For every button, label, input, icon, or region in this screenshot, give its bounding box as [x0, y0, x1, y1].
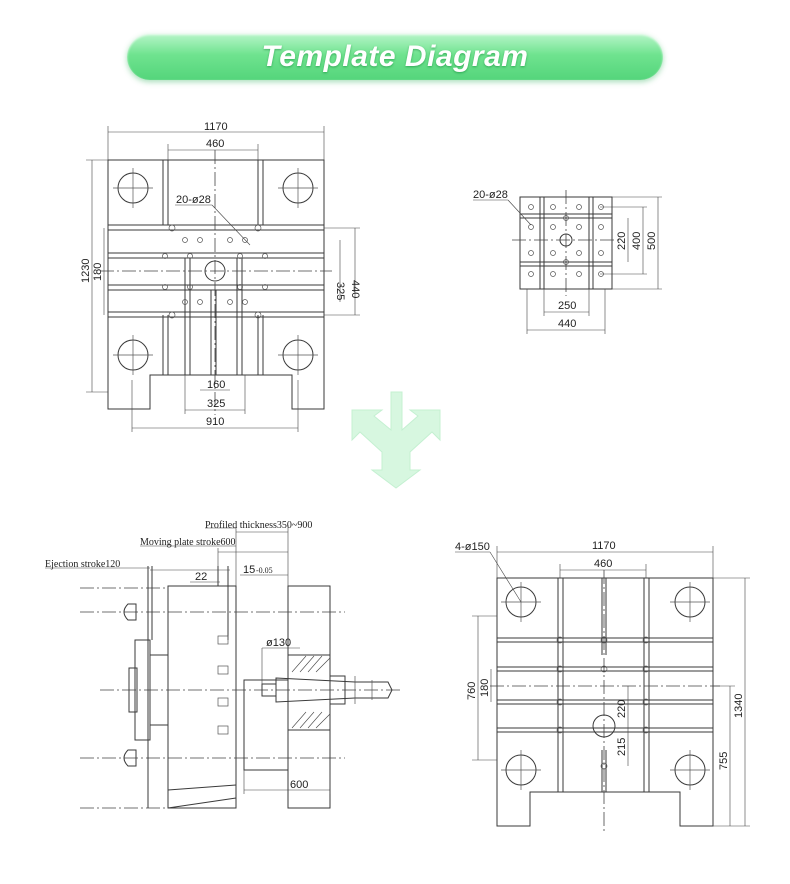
d3-ejection: Ejection stroke120 [45, 559, 120, 570]
d4-left-b: 180 [479, 679, 491, 697]
d3-dia-130: ø130 [266, 637, 291, 649]
d3-dim-15: 15 [243, 564, 255, 576]
d2-h-a: 250 [558, 300, 576, 312]
d4-right-a: 1340 [733, 694, 745, 718]
d1-bottom-c: 910 [206, 416, 224, 428]
d3-dim-600: 600 [290, 779, 308, 791]
d2-v-c: 500 [646, 232, 658, 250]
d3-profiled: Profiled thickness350~900 [205, 520, 312, 531]
diagram-platen-small [473, 190, 662, 334]
d2-h-b: 440 [558, 318, 576, 330]
d4-holes-label: 4-ø150 [455, 541, 490, 553]
d4-center-b: 215 [616, 738, 628, 756]
d1-height-total: 1230 [80, 259, 92, 283]
d1-bottom-a: 160 [207, 379, 225, 391]
d4-width-inner: 460 [594, 558, 612, 570]
diagram-platen-front [86, 126, 360, 432]
three-way-arrow-icon [351, 391, 441, 489]
d4-center-a: 220 [616, 700, 628, 718]
d3-dim-22: 22 [195, 571, 207, 583]
d1-bottom-b: 325 [207, 398, 225, 410]
d2-v-a: 220 [616, 232, 628, 250]
d1-height-inner: 180 [92, 263, 104, 281]
d1-right-b: 440 [349, 280, 361, 298]
d4-right-b: 755 [718, 752, 730, 770]
title-banner: Template Diagram [127, 34, 663, 80]
d3-moving: Moving plate stroke600 [140, 537, 236, 548]
d4-left-a: 760 [466, 682, 478, 700]
d2-v-b: 400 [631, 232, 643, 250]
d2-holes-label: 20-ø28 [473, 189, 508, 201]
banner-title: Template Diagram [261, 40, 529, 73]
d3-dim-15-sub: -0.05 [256, 566, 273, 575]
d1-width-total: 1170 [204, 121, 228, 133]
d1-width-inner: 460 [206, 138, 224, 150]
d1-right-a: 325 [334, 282, 346, 300]
d1-holes-label: 20-ø28 [176, 194, 211, 206]
diagram-platen-rear [455, 546, 750, 834]
diagram-side-section [45, 525, 400, 809]
d4-width-total: 1170 [592, 540, 616, 552]
